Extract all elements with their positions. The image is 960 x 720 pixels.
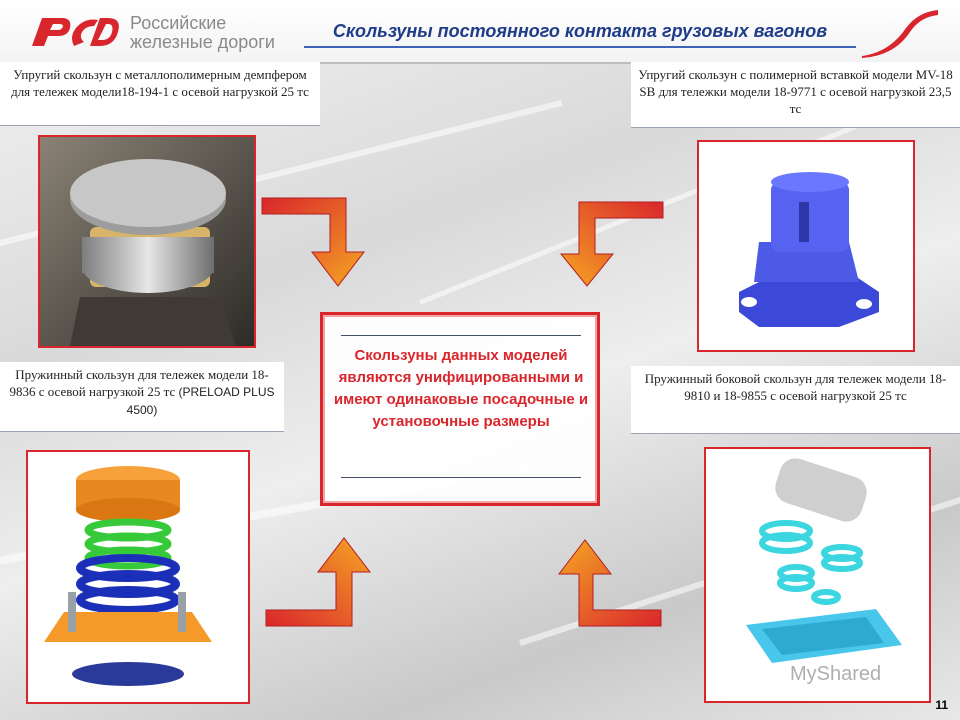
logo-text-line2: железные дороги (130, 32, 275, 52)
page-number: 11 (935, 698, 948, 712)
watermark: MyShared (790, 663, 882, 685)
logo-text-line1: Российские (130, 13, 227, 33)
slide-header: Российские железные дороги Скользуны пос… (0, 0, 960, 64)
caption-bottom-left-text: Пружинный скользун для тележек модели 18… (9, 367, 269, 399)
metal-polymer-bearing-photo (40, 137, 254, 346)
center-note-text: Скользуны данных моделей являются унифиц… (333, 347, 589, 430)
image-top-left (38, 135, 256, 348)
spring-bearing-render (28, 452, 248, 702)
center-divider-top (341, 335, 581, 336)
caption-top-left-text: Упругий скользун с металлополимерным дем… (11, 67, 309, 99)
spring-bearing-exploded-render (706, 449, 929, 701)
swoosh-icon (862, 10, 938, 58)
bent-arrow-icon (559, 201, 664, 287)
blue-polymer-bearing-render (699, 142, 913, 350)
image-bottom-right (704, 447, 931, 703)
title-underline (304, 46, 856, 48)
caption-bottom-left: Пружинный скользун для тележек модели 18… (0, 362, 284, 432)
image-bottom-left (26, 450, 250, 704)
caption-top-right: Упругий скользун с полимерной вставкой м… (631, 62, 960, 128)
center-note-box: Скользуны данных моделей являются унифиц… (320, 312, 600, 506)
caption-bottom-left-model: (PRELOAD PLUS 4500) (126, 385, 275, 417)
caption-bottom-right: Пружинный боковой скользун для тележек м… (631, 366, 960, 434)
bent-arrow-icon (265, 537, 372, 627)
slide-title: Скользуны постоянного контакта грузовых … (332, 21, 828, 41)
bent-arrow-icon (557, 539, 662, 627)
rzd-logo-icon (32, 18, 119, 46)
caption-top-left: Упругий скользун с металлополимерным дем… (0, 62, 320, 126)
bent-arrow-icon (261, 197, 366, 287)
caption-bottom-right-text: Пружинный боковой скользун для тележек м… (644, 371, 947, 403)
center-divider-bottom (341, 477, 581, 478)
logo-text: Российские железные дороги (130, 14, 300, 52)
image-top-right (697, 140, 915, 352)
caption-top-right-text: Упругий скользун с полимерной вставкой м… (638, 67, 953, 116)
